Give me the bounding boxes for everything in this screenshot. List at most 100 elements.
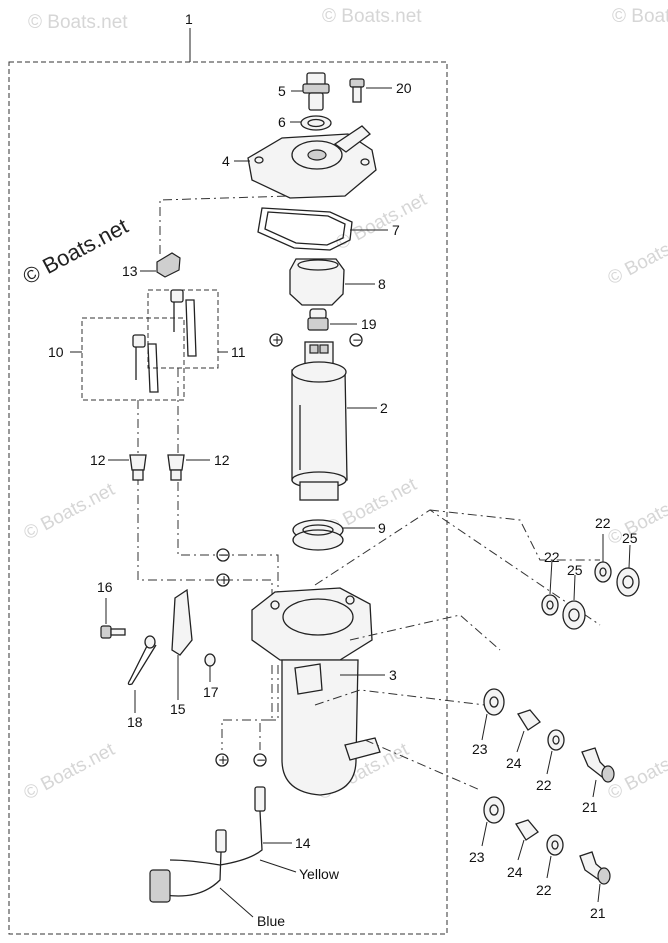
- part-21-bolt: [579, 851, 611, 885]
- minus-terminal-marker: [349, 333, 363, 347]
- part-4-pump-cover: [247, 125, 377, 199]
- callout-5: 5: [278, 83, 286, 99]
- callout-22: 22: [536, 777, 552, 793]
- part-22-washer: [594, 561, 612, 583]
- part-23-grommet: [483, 688, 505, 716]
- mounting-line: [364, 739, 481, 791]
- leader-line: [628, 544, 631, 569]
- watermark: © Boats.net: [28, 12, 128, 33]
- part-9-seal-ring: [292, 519, 344, 551]
- part-23-grommet: [483, 796, 505, 824]
- callout-13: 13: [122, 263, 138, 279]
- watermark: © Boats.net: [332, 189, 430, 255]
- part-15-bracket: [171, 588, 193, 656]
- callout-25: 25: [622, 530, 638, 546]
- leader-line: [592, 779, 597, 798]
- plus-terminal-marker: [269, 333, 283, 347]
- callout-23: 23: [472, 741, 488, 757]
- part-21-bolt: [581, 747, 615, 783]
- plus-symbol: +: [218, 753, 228, 767]
- part-25-grommet: [616, 567, 640, 597]
- wire-label-blue: Blue: [257, 913, 285, 929]
- part-7-seal: [257, 207, 353, 251]
- wire-path: [221, 665, 273, 750]
- part-11-frame: [147, 289, 219, 369]
- wire-label-yellow: Yellow: [299, 866, 340, 882]
- part-11-terminal: [170, 289, 197, 357]
- callout-3: 3: [389, 667, 397, 683]
- callout-9: 9: [378, 520, 386, 536]
- leader-line: [517, 839, 525, 861]
- part-17-washer: [204, 653, 216, 667]
- minus-symbol: −: [219, 548, 229, 562]
- watermark: © Boats.net: [604, 224, 668, 290]
- part-2-fuel-pump: [291, 341, 348, 501]
- callout-14: 14: [295, 835, 311, 851]
- leader-line: [546, 750, 553, 775]
- plus-marker: [215, 753, 229, 767]
- watermark: © Boats.net: [20, 479, 118, 545]
- wire-path-plus: [137, 400, 273, 600]
- part-12-sleeve-left: [129, 454, 147, 481]
- mounting-line: [429, 509, 600, 561]
- minus-marker: [253, 753, 267, 767]
- part-3-pump-housing: [251, 587, 381, 796]
- assembly-boundary: [8, 61, 448, 935]
- leader-line: [481, 821, 488, 847]
- callout-20: 20: [396, 80, 412, 96]
- callout-25: 25: [567, 562, 583, 578]
- part-13-clip: [156, 252, 181, 278]
- callout-16: 16: [97, 579, 113, 595]
- minus-symbol: −: [256, 753, 266, 767]
- watermark: © Boats.net: [20, 739, 118, 805]
- leader-line: [219, 887, 254, 918]
- callout-4: 4: [222, 153, 230, 169]
- watermark-primary: © Boats.net: [19, 213, 133, 289]
- part-25-grommet: [562, 600, 586, 630]
- leader-line: [549, 559, 553, 595]
- callout-21: 21: [590, 905, 606, 921]
- leader-line: [546, 855, 552, 879]
- part-12-sleeve-right: [167, 454, 185, 481]
- part-19-fitting: [307, 308, 329, 331]
- callout-8: 8: [378, 276, 386, 292]
- part-22-washer: [541, 594, 559, 616]
- part-8-retaining-nut: [289, 258, 345, 306]
- minus-marker: [216, 548, 230, 562]
- minus-symbol: −: [352, 333, 362, 347]
- part-24-collar: [515, 819, 539, 841]
- leader-line: [259, 859, 297, 873]
- part-24-collar: [517, 709, 541, 731]
- plus-marker: [216, 573, 230, 587]
- callout-10: 10: [48, 344, 64, 360]
- callout-15: 15: [170, 701, 186, 717]
- wire-path: [259, 665, 279, 750]
- callout-24: 24: [506, 755, 522, 771]
- plus-symbol: +: [219, 573, 229, 587]
- callout-19: 19: [361, 316, 377, 332]
- part-10-frame: [81, 317, 185, 401]
- callout-1: 1: [185, 11, 193, 27]
- callout-22: 22: [544, 549, 560, 565]
- part-18-strap: [127, 635, 157, 686]
- part-10-terminal: [132, 334, 159, 393]
- mounting-line: [349, 614, 501, 651]
- leader-line: [573, 574, 576, 601]
- callout-7: 7: [392, 222, 400, 238]
- callout-24: 24: [507, 864, 523, 880]
- part-5-fitting: [302, 72, 330, 111]
- part-22-washer: [547, 729, 565, 751]
- leader-line: [597, 883, 601, 903]
- leader-line: [516, 730, 525, 753]
- callout-18: 18: [127, 714, 143, 730]
- wire-path-minus: [177, 368, 279, 600]
- callout-12: 12: [214, 452, 230, 468]
- callout-11: 11: [231, 344, 246, 360]
- callout-2: 2: [380, 400, 388, 416]
- callout-6: 6: [278, 114, 286, 130]
- watermark: © Boats.net: [322, 6, 422, 27]
- plus-symbol: +: [272, 333, 282, 347]
- leader-line: [481, 713, 488, 741]
- callout-22: 22: [595, 515, 611, 531]
